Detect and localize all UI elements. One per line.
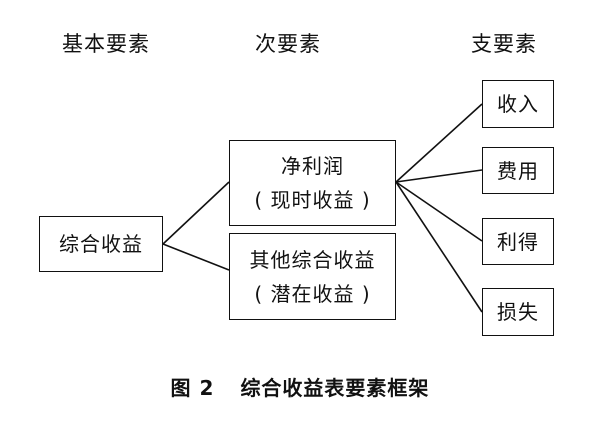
box-net-profit-label: 净利润 [280, 154, 344, 178]
connector-to-loss [395, 181, 483, 313]
box-expense: 费用 [482, 147, 554, 194]
box-comprehensive-income: 综合收益 [39, 216, 163, 272]
box-other-ci-note: ( 潜在收益 ) [254, 281, 371, 306]
connector-to-other-ci [162, 243, 230, 271]
box-comprehensive-income-label: 综合收益 [59, 232, 143, 256]
box-expense-label: 费用 [497, 158, 539, 183]
box-revenue: 收入 [482, 80, 554, 128]
box-gain: 利得 [482, 218, 554, 265]
connector-to-gain [395, 181, 483, 242]
connector-to-revenue [395, 103, 483, 183]
figure-caption: 图 2 综合收益表要素框架 [0, 372, 600, 401]
box-gain-label: 利得 [497, 229, 539, 254]
header-sub-elements: 支要素 [471, 32, 537, 56]
box-revenue-label: 收入 [497, 92, 539, 116]
figure-title: 综合收益表要素框架 [240, 376, 430, 400]
connector-to-net-profit [162, 181, 230, 245]
box-net-profit-note: ( 现时收益 ) [254, 188, 371, 212]
box-loss-label: 损失 [497, 300, 539, 324]
figure-number: 图 2 [170, 376, 215, 400]
box-other-ci-label: 其他综合收益 [249, 247, 376, 272]
header-basic-elements: 基本要素 [62, 32, 150, 56]
box-loss: 损失 [482, 288, 554, 336]
box-other-comprehensive-income: 其他综合收益 ( 潜在收益 ) [229, 233, 396, 320]
connector-to-expense [395, 169, 483, 183]
header-secondary-elements: 次要素 [255, 32, 321, 56]
box-net-profit: 净利润 ( 现时收益 ) [229, 140, 396, 226]
